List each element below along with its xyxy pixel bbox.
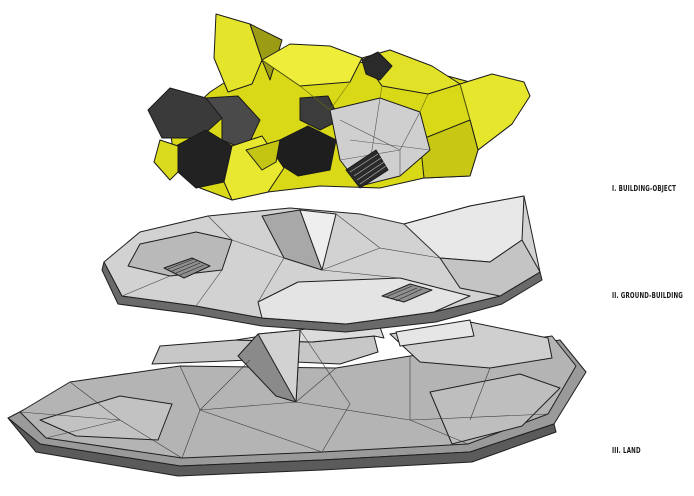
label-land: III. LAND — [612, 446, 641, 455]
land-layer — [8, 320, 586, 476]
building-object-layer — [148, 14, 530, 200]
label-building-object: I. BUILDING-OBJECT — [612, 184, 676, 193]
building-object-facet-left-tip — [154, 140, 178, 180]
label-ground-building: II. GROUND-BUILDING — [612, 291, 683, 300]
ground-building-layer — [102, 196, 542, 332]
